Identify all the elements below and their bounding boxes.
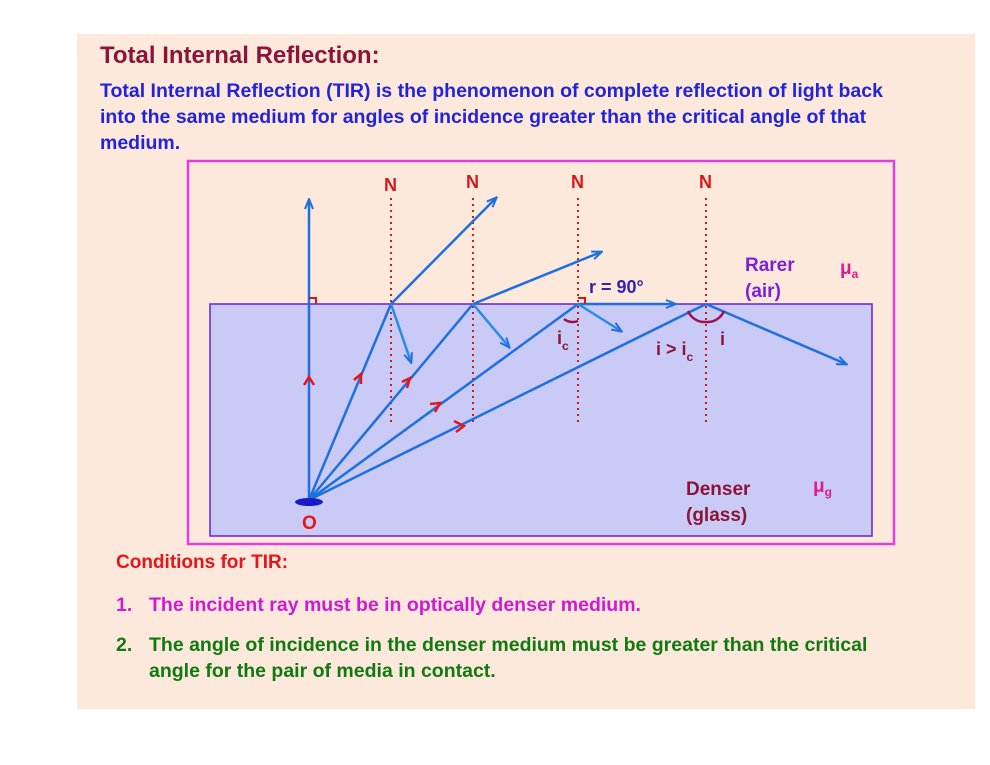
refracted-ray-2 — [472, 252, 601, 306]
mu-g-label: μg — [813, 476, 832, 499]
arrowhead-ray-0 — [302, 374, 316, 386]
incidence-angle-label: i — [720, 329, 725, 349]
critical-angle-subscript: c — [562, 339, 569, 353]
mu-a-symbol: μ — [840, 258, 852, 279]
rarer-medium-label: Rarer — [745, 255, 795, 276]
normal-label-2: N — [466, 172, 479, 192]
condition-number: 1. — [116, 594, 133, 616]
light-source — [295, 498, 323, 506]
incident-ray-2 — [308, 303, 474, 501]
normal-label-1: N — [384, 175, 397, 195]
rarer-medium-sublabel: (air) — [745, 281, 781, 302]
refracted-ray-1 — [390, 198, 496, 305]
mu-g-subscript: g — [825, 485, 832, 499]
incidence-condition-text: i > i — [656, 339, 687, 359]
refracted-rays — [390, 198, 675, 306]
mu-a-subscript: a — [852, 267, 859, 281]
normals — [390, 198, 707, 423]
condition-item-2: 2. The angle of incidence in the denser … — [116, 632, 909, 684]
normal-label-3: N — [571, 172, 584, 192]
condition-text: The incident ray must be in optically de… — [149, 594, 641, 616]
arrowhead-ray-3 — [429, 401, 443, 413]
arrowhead-ray-2 — [401, 375, 413, 389]
right-angle-mark-1 — [309, 297, 317, 304]
right-angle-mark-2 — [578, 297, 586, 304]
condition-text: The angle of incidence in the denser med… — [149, 634, 868, 682]
mu-a-label: μa — [840, 258, 859, 281]
reflected-rays — [389, 302, 846, 364]
denser-medium-label: Denser — [686, 479, 751, 500]
denser-medium-sublabel: (glass) — [686, 505, 747, 526]
refraction-angle-label: r = 90° — [589, 277, 644, 297]
arrowhead-ray-1 — [353, 371, 363, 384]
mu-g-symbol: μ — [813, 476, 825, 497]
diagram-frame — [186, 159, 896, 546]
incident-rays — [307, 200, 707, 502]
reflected-ray-1 — [389, 303, 411, 362]
reflected-ray-3 — [577, 302, 621, 331]
totally-reflected-ray — [705, 302, 846, 364]
incidence-angle-arc-left — [686, 310, 707, 324]
source-label: O — [302, 513, 317, 534]
condition-number: 2. — [116, 634, 133, 656]
incident-ray-4 — [308, 302, 707, 502]
conditions-title: Conditions for TIR: — [116, 552, 289, 573]
incident-ray-3 — [308, 302, 579, 502]
critical-angle-arc — [563, 317, 579, 324]
normal-label-4: N — [699, 172, 712, 192]
slide-title: Total Internal Reflection: — [100, 42, 380, 69]
arrowhead-ray-4 — [453, 419, 467, 433]
critical-angle-label: ic — [557, 328, 569, 353]
definition-text: Total Internal Reflection (TIR) is the p… — [100, 80, 883, 154]
incidence-angle-arc-right — [705, 310, 726, 324]
incidence-condition-subscript: c — [687, 350, 694, 364]
glass-block — [209, 303, 873, 537]
incidence-condition-label: i > ic — [656, 339, 694, 364]
critical-angle-symbol: i — [557, 328, 562, 348]
reflected-ray-2 — [472, 303, 509, 347]
condition-item-1: 1. The incident ray must be in optically… — [116, 592, 909, 618]
direction-arrowheads — [302, 371, 467, 433]
incident-ray-1 — [307, 303, 393, 501]
right-angle-marks — [309, 297, 586, 304]
